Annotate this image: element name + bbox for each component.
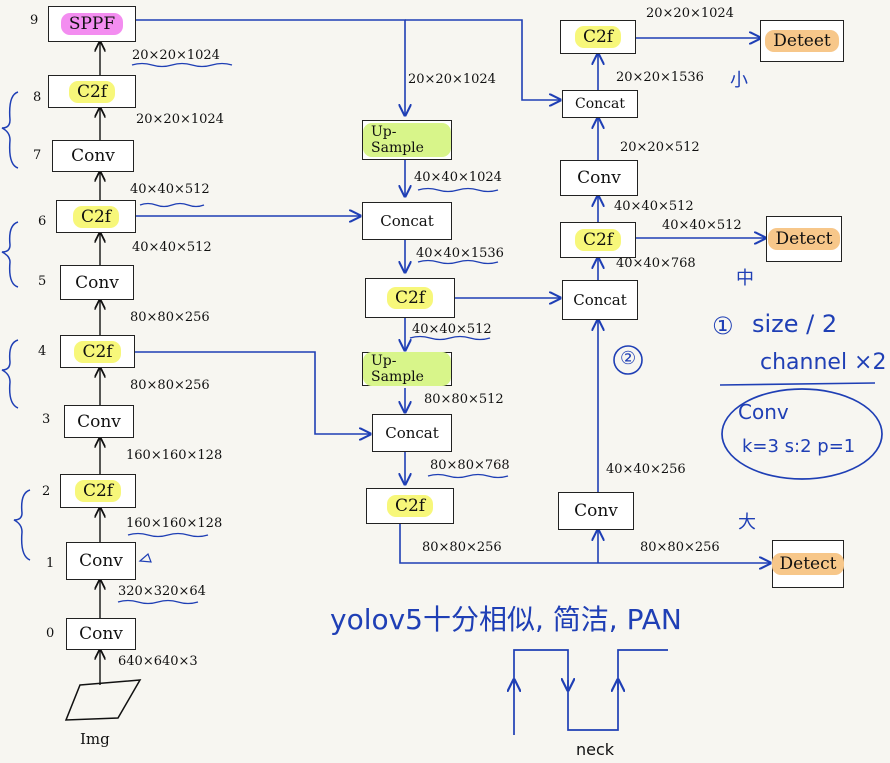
shape-conv7-in: 40×40×512 [130, 182, 210, 197]
shape-conv0-in: 640×640×3 [118, 654, 198, 669]
concat-block-2: Concat [372, 414, 452, 452]
backbone-index-1: 1 [46, 556, 55, 571]
label-medium: 中 [736, 268, 754, 289]
c2f-block-4: C2f [60, 335, 135, 368]
conv-block-neck-top: Conv [560, 160, 638, 196]
upsample-block-2: Up-Sample [362, 352, 452, 386]
c2f-block-neck-3: C2f [560, 222, 636, 258]
shape-c2f3-out: 40×40×512 [614, 199, 694, 214]
backbone-index-0: 0 [46, 626, 55, 641]
conv-block-7: Conv [52, 140, 134, 172]
label-small: 小 [730, 70, 748, 91]
input-label: Img [80, 730, 110, 748]
shape-c2f4-out: 20×20×1024 [646, 6, 734, 21]
sppf-block: SPPF [48, 6, 136, 42]
backbone-index-8: 8 [33, 90, 42, 105]
shape-conv3-in: 160×160×128 [126, 448, 223, 463]
neck-arrows [135, 19, 770, 563]
c2f-block-neck-2: C2f [366, 488, 454, 524]
backbone-index-4: 4 [38, 344, 47, 359]
c2f-block-6: C2f [56, 200, 136, 233]
rule-channel: channel ×2 [760, 350, 887, 375]
backbone-index-5: 5 [38, 274, 47, 289]
detect-head-medium: Detect [766, 216, 842, 262]
shape-concat4-out: 20×20×1536 [616, 70, 704, 85]
shape-sppf-out: 20×20×1024 [132, 48, 220, 63]
rule-size: size / 2 [752, 310, 838, 338]
shape-conv1-in: 320×320×64 [118, 584, 206, 599]
backbone-index-6: 6 [38, 214, 47, 229]
shape-conv-right-out: 40×40×256 [606, 462, 686, 477]
shape-c2f4-in: 80×80×256 [130, 378, 210, 393]
concat-block-3: Concat [562, 280, 638, 320]
label-large: 大 [738, 512, 756, 533]
rule-circle-2: ② [620, 348, 637, 369]
c2f-block-2: C2f [60, 474, 136, 508]
c2f-block-neck-1: C2f [365, 278, 455, 318]
shape-concat3-out: 40×40×768 [616, 256, 696, 271]
conv-block-1: Conv [66, 542, 136, 580]
shape-det-large: 80×80×256 [640, 540, 720, 555]
conv-block-5: Conv [60, 265, 134, 300]
concat-block-4: Concat [562, 90, 638, 118]
pan-sketch [514, 649, 668, 735]
conv-block-3: Conv [64, 405, 134, 438]
shape-c2f8-out: 20×20×1024 [136, 112, 224, 127]
backbone-braces [1, 91, 31, 561]
detect-head-large: Detect [771, 540, 845, 588]
backbone-index-2: 2 [42, 484, 51, 499]
conv-note-title: Conv [738, 400, 789, 424]
shape-c2f1-out: 40×40×512 [412, 322, 492, 337]
shape-up1-in: 20×20×1024 [408, 72, 496, 87]
shape-conv5-in: 80×80×256 [130, 310, 210, 325]
upsample-block-1: Up-Sample [362, 120, 452, 160]
shape-up2-out: 80×80×512 [424, 392, 504, 407]
shape-up1-out: 40×40×1024 [414, 170, 502, 185]
concat-block-1: Concat [362, 202, 452, 240]
conv-block-0: Conv [66, 618, 136, 650]
backbone-index-3: 3 [42, 412, 51, 427]
shape-c2f2-out: 80×80×256 [422, 540, 502, 555]
shape-c2f2-in: 160×160×128 [126, 516, 223, 531]
shape-c2f6-in: 40×40×512 [132, 240, 212, 255]
conv-block-neck-right: Conv [558, 492, 634, 530]
c2f-block-neck-4: C2f [560, 20, 636, 54]
shape-concat2-out: 80×80×768 [430, 458, 510, 473]
conv-note-params: k=3 s:2 p=1 [742, 436, 856, 457]
input-image-shape [64, 679, 142, 721]
c2f-block-8: C2f [48, 75, 136, 108]
conv-note-ellipse [721, 388, 883, 480]
backbone-index-7: 7 [33, 148, 42, 163]
shape-conv-top-out: 20×20×512 [620, 140, 700, 155]
shape-concat1-out: 40×40×1536 [416, 246, 504, 261]
rule-circle-1: ① [712, 312, 734, 340]
shape-det-mid: 40×40×512 [662, 218, 742, 233]
summary-note: yolov5十分相似, 简洁, PAN [330, 603, 682, 636]
detect-head-small: Deteet [760, 20, 844, 62]
neck-label: neck [576, 740, 615, 759]
underline-marks [117, 62, 509, 605]
backbone-index-9: 9 [30, 13, 39, 28]
